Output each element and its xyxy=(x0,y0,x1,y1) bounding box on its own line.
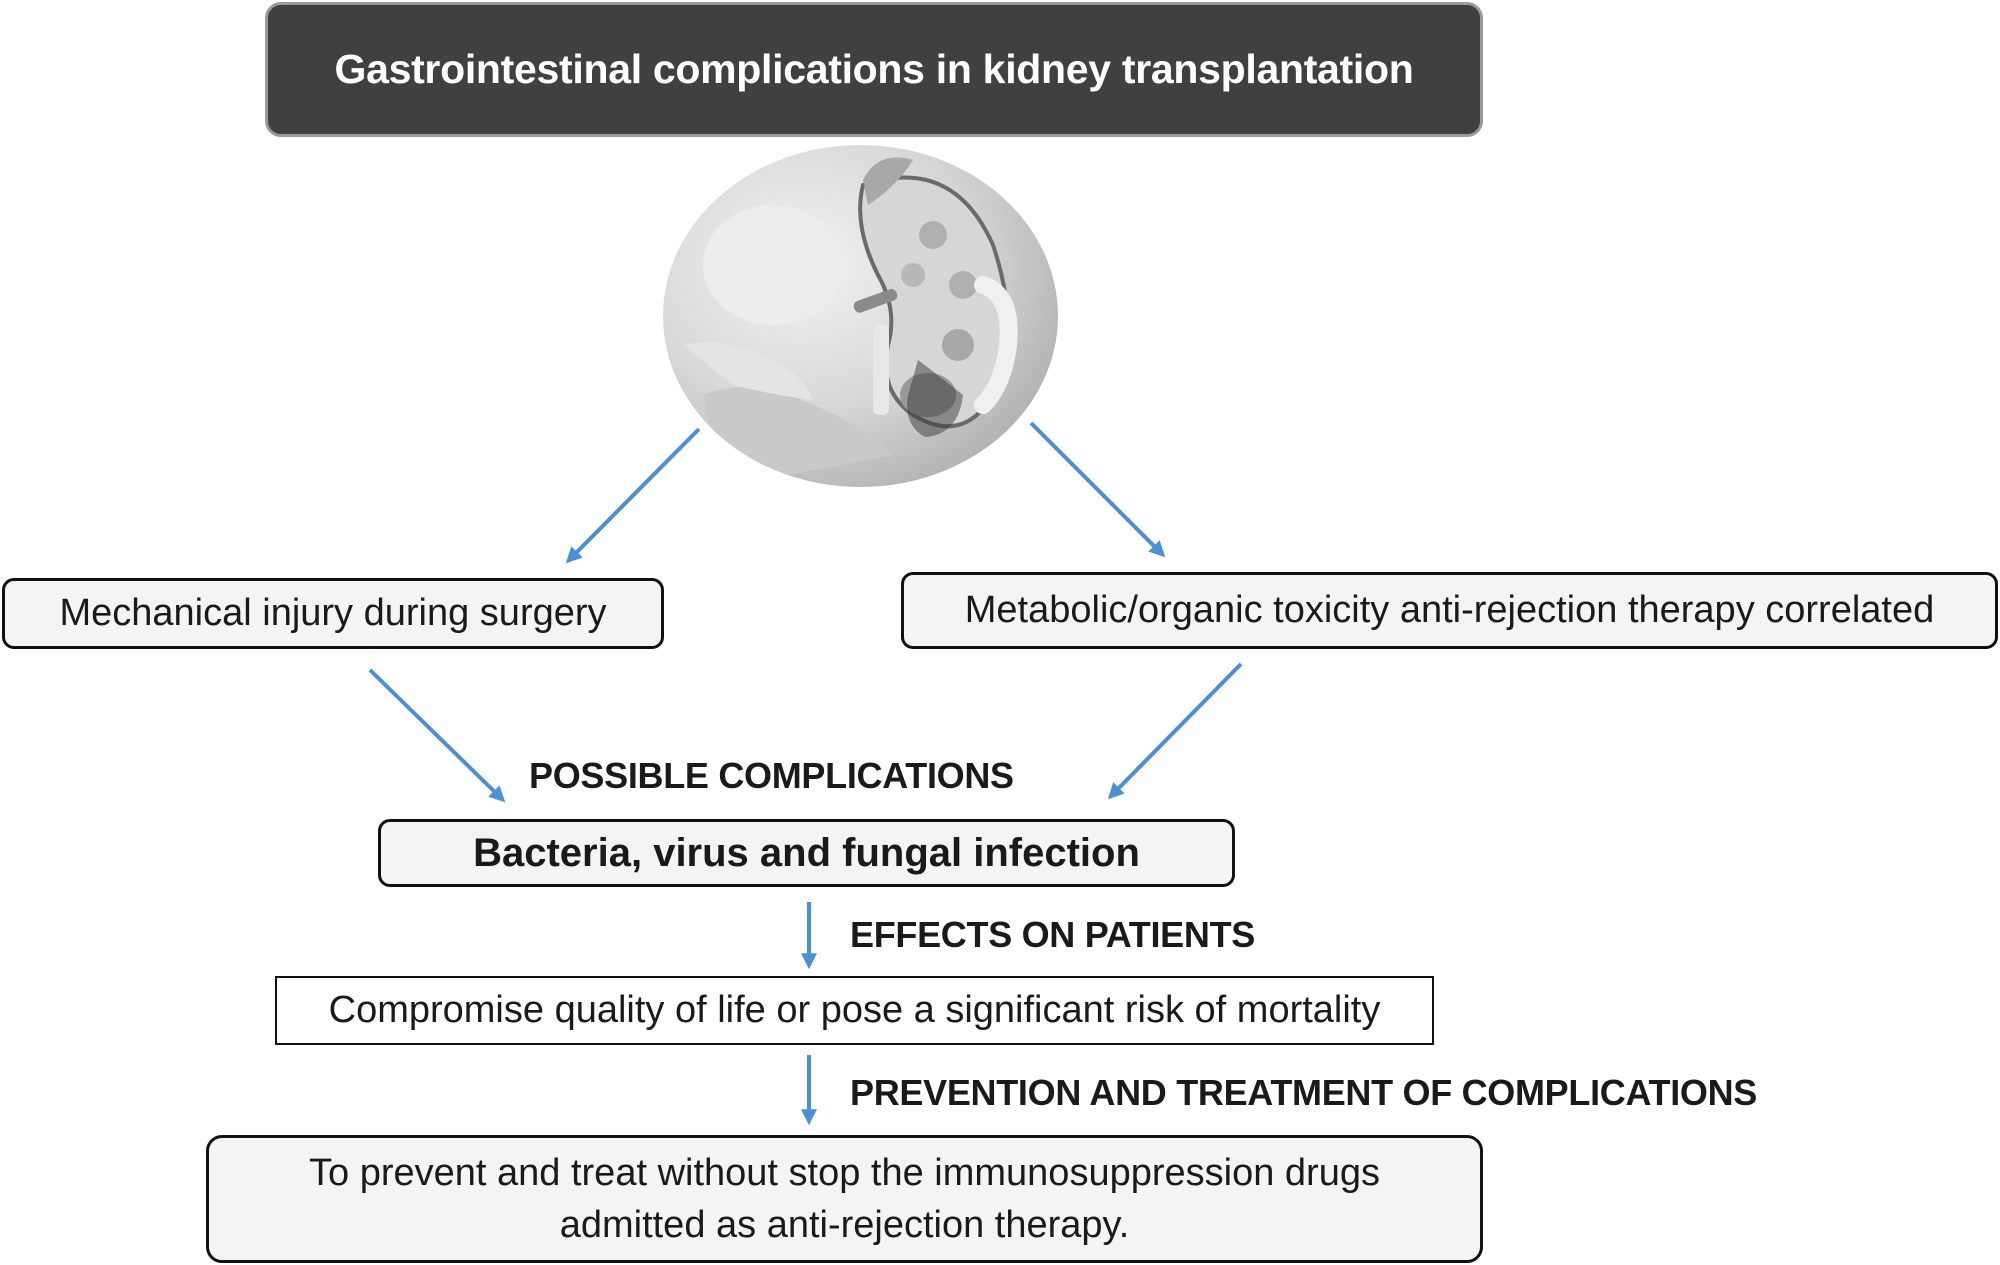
cause-metabolic-toxicity-text: Metabolic/organic toxicity anti-rejectio… xyxy=(964,589,1935,631)
label-effects-on-patients: EFFECTS ON PATIENTS xyxy=(850,914,1255,955)
node-infection: Bacteria, virus and fungal infection xyxy=(378,819,1235,887)
node-prevention-line2: admitted as anti-rejection therapy. xyxy=(559,1204,1130,1246)
node-effects-text: Compromise quality of life or pose a sig… xyxy=(328,989,1381,1031)
arrow-right-to-center xyxy=(1107,662,1243,800)
diagram-title-text: Gastrointestinal complications in kidney… xyxy=(334,46,1414,92)
label-possible-complications: POSSIBLE COMPLICATIONS xyxy=(529,755,1014,796)
cause-mechanical-injury-text: Mechanical injury during surgery xyxy=(59,592,607,634)
node-infection-text: Bacteria, virus and fungal infection xyxy=(473,830,1140,875)
node-prevention: To prevent and treat without stop the im… xyxy=(206,1135,1483,1263)
arrow-left-to-center xyxy=(368,668,506,803)
node-effects: Compromise quality of life or pose a sig… xyxy=(275,976,1434,1045)
diagram-title: Gastrointestinal complications in kidney… xyxy=(265,2,1483,137)
cause-mechanical-injury: Mechanical injury during surgery xyxy=(2,578,664,649)
kidney-model-photo xyxy=(663,145,1058,487)
arrow-photo-to-left xyxy=(565,427,701,564)
arrow-photo-to-right xyxy=(1029,421,1166,558)
node-prevention-line1: To prevent and treat without stop the im… xyxy=(309,1152,1380,1194)
cause-metabolic-toxicity: Metabolic/organic toxicity anti-rejectio… xyxy=(901,572,1998,649)
label-prevention-treatment: PREVENTION AND TREATMENT OF COMPLICATION… xyxy=(850,1072,1758,1113)
kidney-illustration-icon xyxy=(683,157,1018,487)
